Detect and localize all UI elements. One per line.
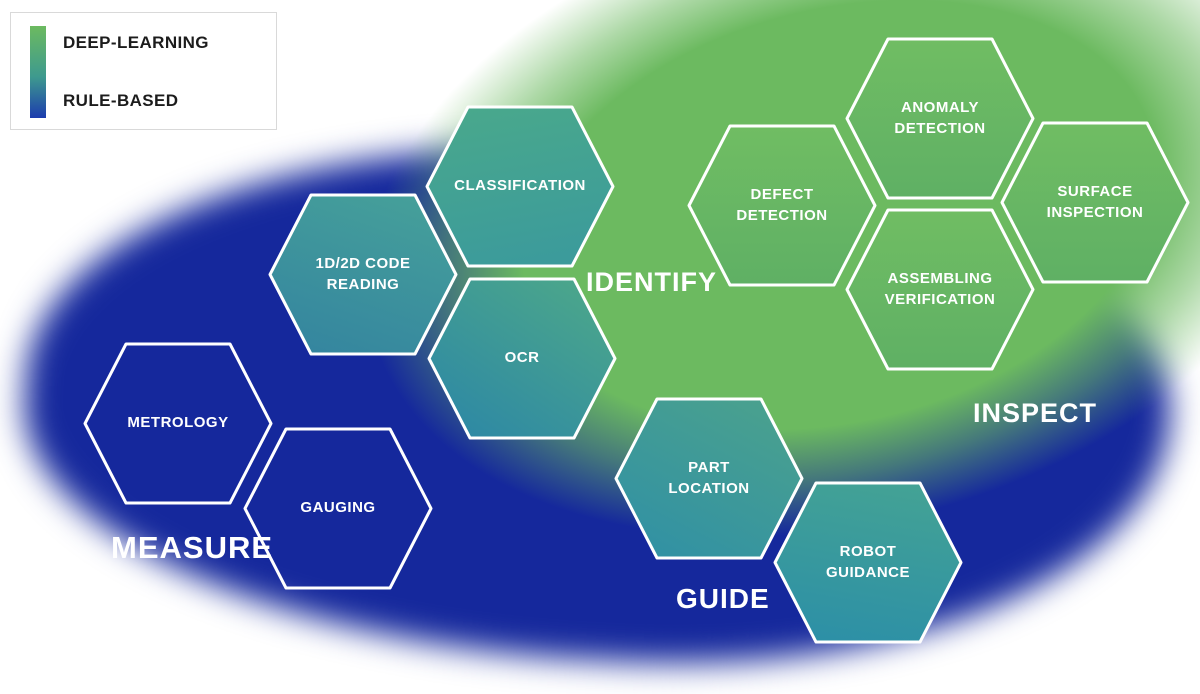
hexagon-assembling-verification: ASSEMBLING VERIFICATION xyxy=(845,208,1035,371)
hexagon-outline-icon xyxy=(845,37,1035,200)
hexagon-outline-icon xyxy=(83,342,273,505)
hexagon-outline-icon xyxy=(687,124,877,287)
hexagon-label: SURFACE INSPECTION xyxy=(1046,182,1144,221)
hexagon-outline-icon xyxy=(268,193,458,356)
hexagon-defect-detection: DEFECT DETECTION xyxy=(687,124,877,287)
hexagon-label: DEFECT DETECTION xyxy=(736,185,828,224)
hexagon-label: METROLOGY xyxy=(127,414,229,432)
hexagon-label: PART LOCATION xyxy=(668,458,750,497)
hexagon-label: OCR xyxy=(504,349,540,367)
hexagon-label: ASSEMBLING VERIFICATION xyxy=(884,269,996,308)
hexagon-label: GAUGING xyxy=(300,499,376,517)
hexagon-surface-inspection: SURFACE INSPECTION xyxy=(1000,121,1190,284)
hexagon-outline-icon xyxy=(845,208,1035,371)
hexagon-part-location: PART LOCATION xyxy=(614,397,804,560)
hexagon-outline-icon xyxy=(1000,121,1190,284)
hexagon-gauging: GAUGING xyxy=(243,427,433,590)
hexagon-label: ANOMALY DETECTION xyxy=(894,98,986,137)
hexagon-classification: CLASSIFICATION xyxy=(425,105,615,268)
legend-label-rule-based: RULE-BASED xyxy=(63,91,179,110)
hexagon-outline-icon xyxy=(427,277,617,440)
hexagon-outline-icon xyxy=(773,481,963,644)
hexagon-outline-icon xyxy=(243,427,433,590)
hexagon-outline-icon xyxy=(614,397,804,560)
region-label-guide: GUIDE xyxy=(676,583,770,614)
legend-gradient-bar xyxy=(30,26,46,118)
hexagon-anomaly-detection: ANOMALY DETECTION xyxy=(845,37,1035,200)
hexagon-outline-icon xyxy=(425,105,615,268)
hexagon-label: ROBOT GUIDANCE xyxy=(825,542,910,581)
region-label-inspect: INSPECT xyxy=(973,398,1098,428)
hexagon-label: CLASSIFICATION xyxy=(454,177,586,195)
region-label-identify: IDENTIFY xyxy=(586,267,718,297)
region-label-measure: MEASURE xyxy=(111,530,274,565)
hexagon-metrology: METROLOGY xyxy=(83,342,273,505)
hexagon-robot-guidance: ROBOT GUIDANCE xyxy=(773,481,963,644)
hexagon-ocr: OCR xyxy=(427,277,617,440)
hexagon-code-reading: 1D/2D CODE READING xyxy=(268,193,458,356)
hexagon-label: 1D/2D CODE READING xyxy=(315,254,411,293)
legend: DEEP-LEARNING RULE-BASED xyxy=(10,12,277,130)
legend-label-deep-learning: DEEP-LEARNING xyxy=(63,33,209,52)
